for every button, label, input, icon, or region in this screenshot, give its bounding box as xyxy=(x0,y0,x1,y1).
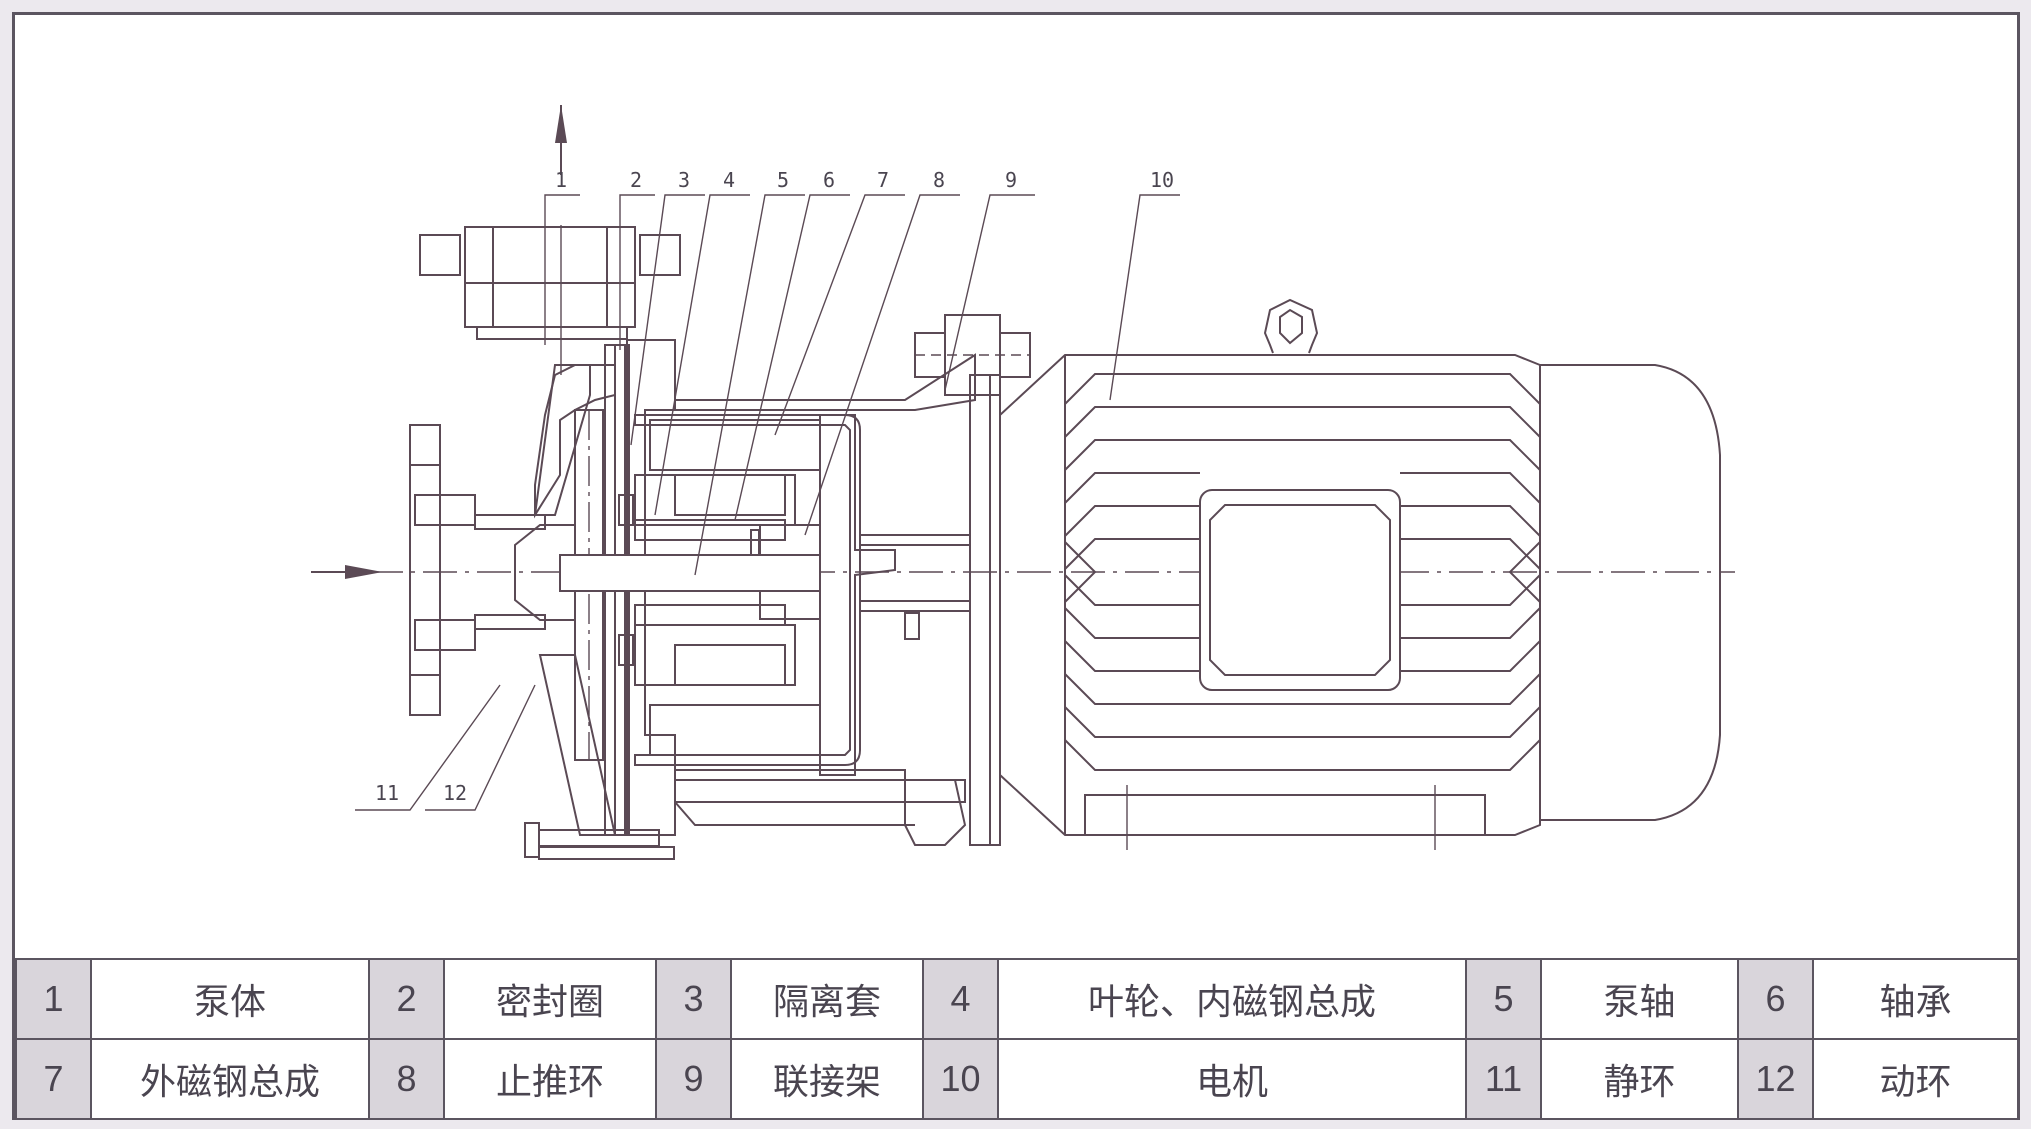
motor-fin xyxy=(1064,739,1541,771)
motor-fin xyxy=(1064,373,1541,405)
svg-text:4: 4 xyxy=(723,168,735,192)
outlet-arrow-icon xyxy=(555,105,567,175)
svg-text:3: 3 xyxy=(678,168,690,192)
parts-table: 1 泵体 2 密封圈 3 隔离套 4 叶轮、内磁钢总成 5 泵轴 6 轴承 7 … xyxy=(15,958,2019,1120)
part-name: 轴承 xyxy=(1812,958,2019,1040)
pump-shaft xyxy=(559,554,821,592)
pump-body xyxy=(409,225,681,836)
part-name: 隔离套 xyxy=(730,958,924,1040)
part-number: 1 xyxy=(15,958,92,1040)
motor-fin xyxy=(1064,706,1541,738)
inlet-arrow-icon xyxy=(311,565,383,579)
callout-7: 7 xyxy=(774,168,905,436)
svg-text:1: 1 xyxy=(555,168,567,192)
callout-1: 1 xyxy=(544,168,580,345)
part-name: 泵轴 xyxy=(1540,958,1739,1040)
svg-text:10: 10 xyxy=(1150,168,1174,192)
callout-6: 6 xyxy=(734,168,850,521)
parts-row: 7 外磁钢总成 8 止推环 9 联接架 10 电机 11 静环 12 动环 xyxy=(15,1038,2019,1120)
connecting-bracket xyxy=(914,314,1031,846)
part-name: 静环 xyxy=(1540,1038,1739,1120)
callout-2: 2 xyxy=(619,168,655,350)
part-name: 外磁钢总成 xyxy=(90,1038,370,1120)
motor-fin xyxy=(1064,472,1541,504)
part-name: 电机 xyxy=(997,1038,1467,1120)
svg-text:5: 5 xyxy=(777,168,789,192)
motor-fin xyxy=(1064,640,1541,672)
part-number: 12 xyxy=(1737,1038,1814,1120)
svg-text:12: 12 xyxy=(443,781,467,805)
callout-12: 12 xyxy=(425,684,536,811)
bracket xyxy=(626,339,976,846)
motor-fin xyxy=(1064,505,1541,537)
part-number: 10 xyxy=(922,1038,999,1120)
callout-8: 8 xyxy=(804,168,960,536)
part-number: 5 xyxy=(1465,958,1542,1040)
part-number: 7 xyxy=(15,1038,92,1120)
svg-text:7: 7 xyxy=(877,168,889,192)
motor-fin xyxy=(1064,406,1541,438)
part-number: 8 xyxy=(368,1038,445,1120)
part-name: 联接架 xyxy=(730,1038,924,1120)
part-number: 3 xyxy=(655,958,732,1040)
svg-text:8: 8 xyxy=(933,168,945,192)
motor-fin xyxy=(1064,607,1541,639)
part-name: 泵体 xyxy=(90,958,370,1040)
motor-fin xyxy=(1064,538,1541,570)
svg-text:6: 6 xyxy=(823,168,835,192)
parts-row: 1 泵体 2 密封圈 3 隔离套 4 叶轮、内磁钢总成 5 泵轴 6 轴承 xyxy=(15,958,2019,1040)
part-name: 叶轮、内磁钢总成 xyxy=(997,958,1467,1040)
part-name: 动环 xyxy=(1812,1038,2019,1120)
callout-10: 10 xyxy=(1109,168,1180,401)
part-name: 密封圈 xyxy=(443,958,657,1040)
motor-fin xyxy=(1064,673,1541,705)
callout-5: 5 xyxy=(694,168,805,576)
callout-4: 4 xyxy=(654,168,750,516)
motor xyxy=(999,298,1721,850)
pump-sectional-drawing: 1 2 3 4 5 6 7 8 9 10 11 12 xyxy=(311,105,1735,860)
drawing-frame: 1 2 3 4 5 6 7 8 9 10 11 12 1 泵体 2 密封圈 xyxy=(12,12,2020,1120)
inner-magnet-assembly xyxy=(618,474,796,686)
motor-fin xyxy=(1064,439,1541,471)
part-number: 6 xyxy=(1737,958,1814,1040)
part-number: 11 xyxy=(1465,1038,1542,1120)
bottom-bolt xyxy=(524,822,675,860)
svg-text:9: 9 xyxy=(1005,168,1017,192)
part-number: 4 xyxy=(922,958,999,1040)
motor-fin xyxy=(1064,541,1541,603)
callout-9: 9 xyxy=(944,168,1035,391)
part-name: 止推环 xyxy=(443,1038,657,1120)
callout-3: 3 xyxy=(630,168,705,446)
part-number: 9 xyxy=(655,1038,732,1120)
svg-text:11: 11 xyxy=(375,781,399,805)
motor-fin xyxy=(1064,574,1541,606)
callout-11: 11 xyxy=(355,684,501,811)
svg-text:2: 2 xyxy=(630,168,642,192)
part-number: 2 xyxy=(368,958,445,1040)
outer-magnet-assembly xyxy=(649,414,896,776)
callouts: 1 2 3 4 5 6 7 8 9 10 11 12 xyxy=(355,168,1180,811)
